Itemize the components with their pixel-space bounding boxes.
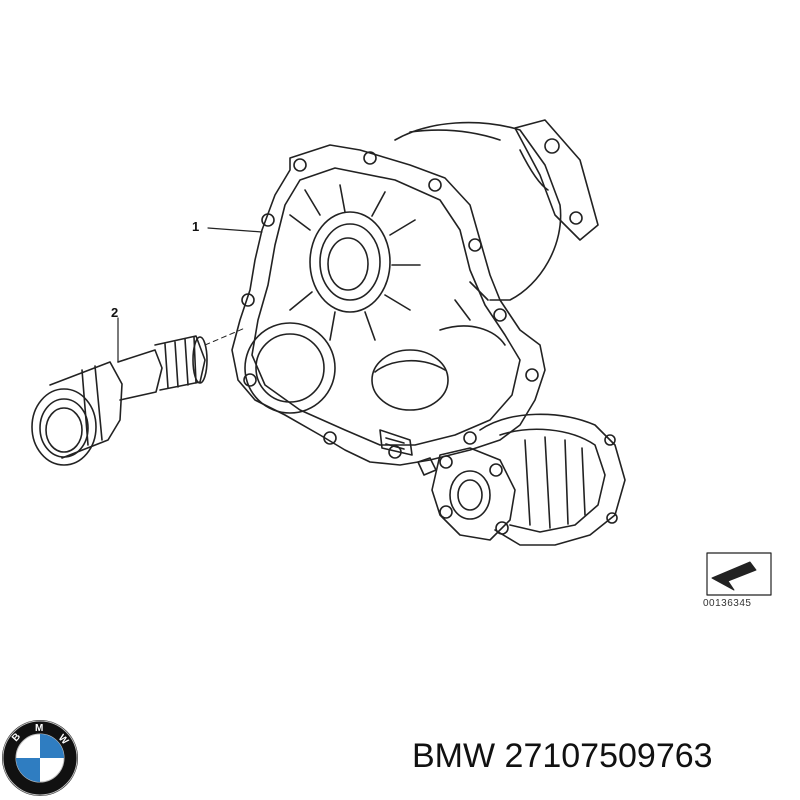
bmw-roundel-icon: B M W <box>2 720 78 796</box>
front-output-flange <box>417 413 626 546</box>
brand-name: BMW <box>412 737 496 775</box>
reference-arrow-icon <box>711 561 757 591</box>
logo-letter-m: M <box>35 723 43 734</box>
assembly-axis-line <box>204 327 246 346</box>
leader-line-part-1 <box>207 227 263 233</box>
part-callout-1: 1 <box>192 219 200 234</box>
transfer-case-housing <box>231 119 599 466</box>
diagram-reference-code: 00136345 <box>703 598 752 609</box>
part-callout-2: 2 <box>111 305 119 320</box>
part-title: BMW 27107509763 <box>412 737 713 776</box>
part-number: 27107509763 <box>504 737 713 775</box>
reference-box <box>706 552 772 596</box>
splined-shaft-connector <box>31 335 208 466</box>
